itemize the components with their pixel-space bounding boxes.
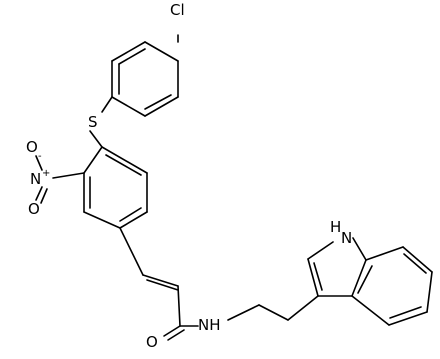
bond-inner <box>118 48 146 65</box>
bond <box>307 241 334 260</box>
bond <box>35 186 43 201</box>
bond <box>365 246 404 261</box>
amide-oxygen-label: O <box>146 333 158 351</box>
bond <box>402 246 433 273</box>
bond-inner <box>313 262 323 291</box>
bond <box>163 325 181 337</box>
indole-n-label: N <box>341 229 352 247</box>
bond <box>351 259 367 297</box>
nitro-nitrogen-label: N <box>30 170 41 188</box>
bond <box>83 146 103 174</box>
bond <box>351 295 390 326</box>
bond-inner <box>119 207 142 222</box>
bond <box>101 146 148 174</box>
bond-inner <box>105 154 142 176</box>
atom-labels: Cl S O - N + O O NH H N <box>26 1 352 351</box>
bond <box>142 274 179 287</box>
nitro-oxygen-charge: - <box>38 151 42 162</box>
bond <box>177 285 181 327</box>
bond <box>89 130 103 148</box>
bond <box>144 96 179 117</box>
bond <box>119 227 144 276</box>
bond <box>388 311 428 326</box>
nitro-oxygen-top-label: O <box>26 138 38 156</box>
bond-inner <box>357 265 373 294</box>
bond <box>111 41 146 62</box>
bond <box>52 172 85 179</box>
amide-nh-label: NH <box>198 316 221 334</box>
bond-lines <box>35 34 433 341</box>
bond <box>352 237 367 261</box>
bond <box>258 304 289 321</box>
bond <box>40 188 48 204</box>
bond <box>111 96 146 117</box>
bond <box>119 211 148 229</box>
bond <box>167 329 185 341</box>
bond-inner <box>146 279 179 291</box>
bond <box>144 41 179 62</box>
bond <box>101 96 113 113</box>
nitro-oxygen-bottom-label: O <box>28 200 40 218</box>
bond <box>83 211 121 229</box>
nitro-nitrogen-charge: + <box>42 168 50 179</box>
bond-inner <box>144 94 172 110</box>
bond <box>426 271 433 313</box>
sulfur-label: S <box>88 113 98 131</box>
bond <box>287 295 319 321</box>
bond-inner <box>389 306 422 319</box>
chlorine-label: Cl <box>170 1 185 19</box>
bond <box>307 258 319 297</box>
bond <box>227 304 260 321</box>
bond <box>35 155 43 171</box>
indole-h-label: H <box>330 218 341 236</box>
bond-inner <box>403 253 427 274</box>
